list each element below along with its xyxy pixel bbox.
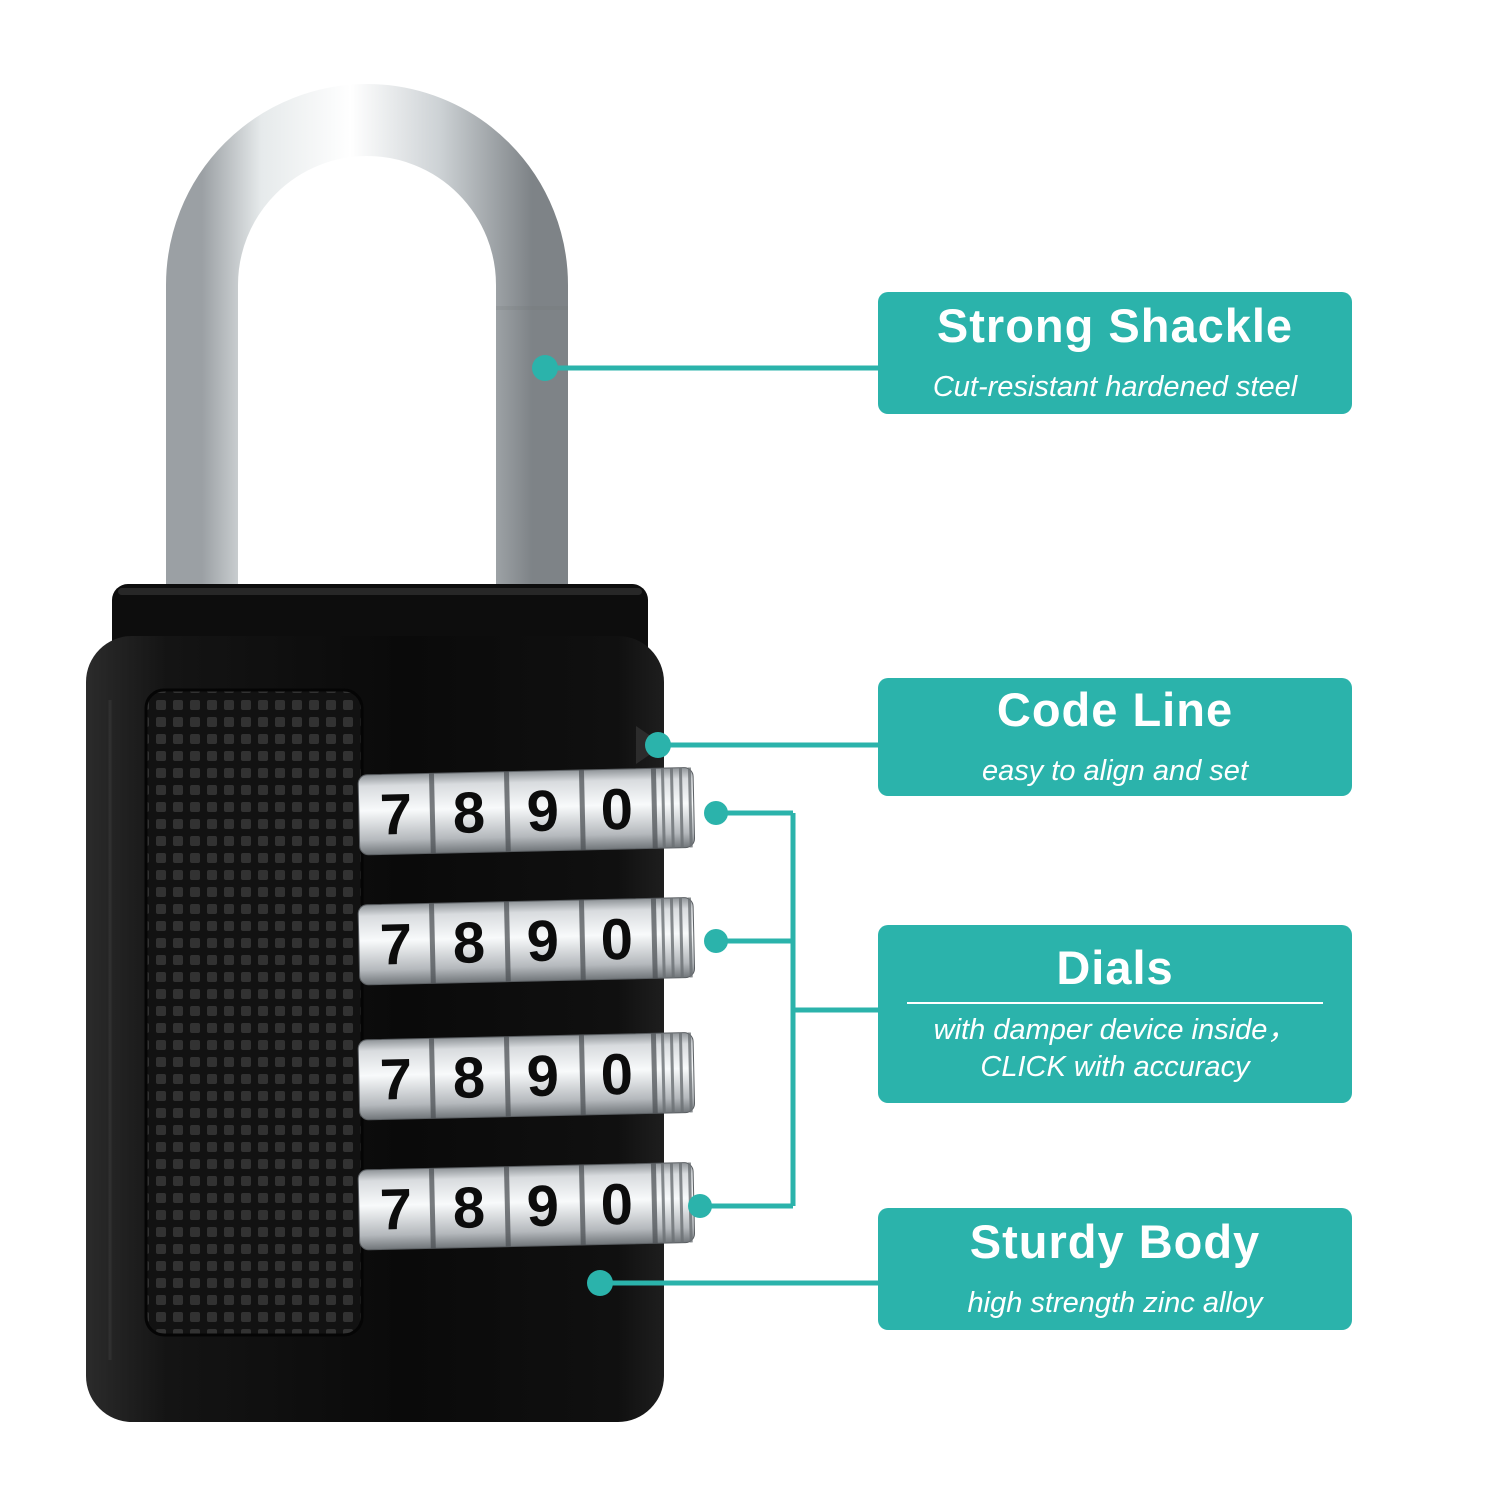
callout-title: Dials xyxy=(1056,940,1174,994)
dial-digit: 7 xyxy=(379,782,413,848)
dial-digit: 9 xyxy=(526,1173,560,1239)
dial-row[interactable]: 7 8 9 0 xyxy=(357,897,696,986)
dial-digit: 7 xyxy=(379,912,413,978)
connector-dot xyxy=(587,1270,613,1296)
callout-subtitle: with damper device inside， xyxy=(933,1014,1297,1047)
connector-dot xyxy=(688,1194,712,1218)
shackle xyxy=(166,84,568,650)
dial-digit: 0 xyxy=(600,907,634,973)
dial-digit: 8 xyxy=(452,1175,486,1241)
dial-rows: 7 8 9 0 7 8 9 0 xyxy=(357,767,696,1251)
callout-underline xyxy=(907,1002,1323,1005)
dial-digit: 7 xyxy=(379,1177,413,1243)
callout-subtitle: high strength zinc alloy xyxy=(967,1286,1263,1319)
callout-subtitle: Cut-resistant hardened steel xyxy=(932,370,1298,403)
dial-digit: 0 xyxy=(600,1042,634,1108)
dial-row[interactable]: 7 8 9 0 xyxy=(357,1162,696,1251)
dial-digit: 0 xyxy=(600,1172,634,1238)
dial-digit: 8 xyxy=(452,780,486,846)
connector-dot xyxy=(704,929,728,953)
callout-dials: Dials with damper device inside， CLICK w… xyxy=(878,925,1352,1103)
callout-subtitle: easy to align and set xyxy=(981,754,1248,787)
dial-digit: 8 xyxy=(452,910,486,976)
callout-code-line: Code Line easy to align and set xyxy=(878,678,1352,796)
callout-title: Code Line xyxy=(996,683,1234,737)
dial-digit: 9 xyxy=(526,1043,560,1109)
texture-panel xyxy=(144,688,364,1337)
callout-connectors xyxy=(532,355,878,1296)
dial-row[interactable]: 7 8 9 0 xyxy=(357,767,696,856)
dial-digit: 9 xyxy=(526,908,560,974)
connector-dot xyxy=(532,355,558,381)
dial-digit: 8 xyxy=(452,1045,486,1111)
dial-digit: 0 xyxy=(600,777,634,843)
callout-title: Strong Shackle xyxy=(936,299,1294,353)
callout-sturdy-body: Sturdy Body high strength zinc alloy xyxy=(878,1208,1352,1330)
body-top-cap-highlight xyxy=(118,588,642,595)
callout-strong-shackle: Strong Shackle Cut-resistant hardened st… xyxy=(878,292,1352,414)
lock-body xyxy=(86,584,664,1422)
dial-row[interactable]: 7 8 9 0 xyxy=(357,1032,696,1121)
dial-digit: 9 xyxy=(526,778,560,844)
callout-subtitle: CLICK with accuracy xyxy=(980,1051,1250,1084)
dial-digit: 7 xyxy=(379,1047,413,1113)
callout-title: Sturdy Body xyxy=(969,1215,1261,1269)
connector-dot xyxy=(645,732,671,758)
connector-dot xyxy=(704,801,728,825)
